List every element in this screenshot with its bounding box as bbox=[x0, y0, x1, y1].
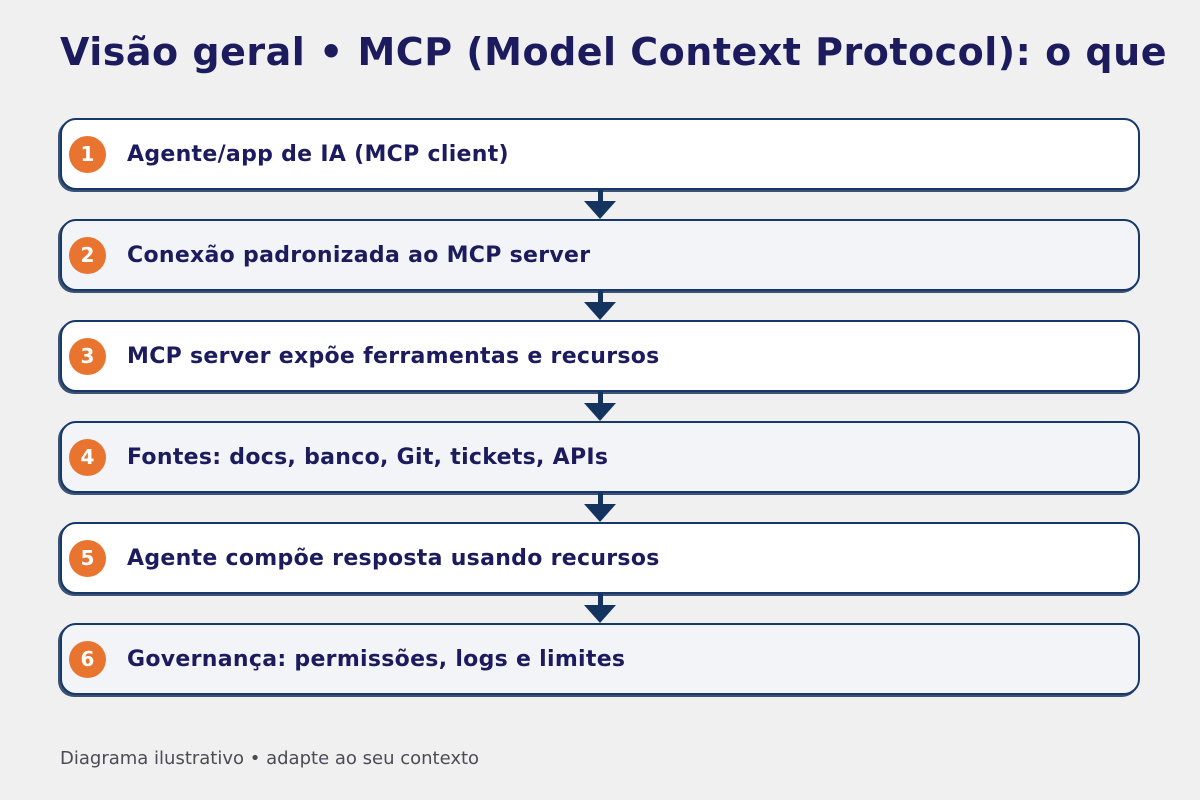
step-box: 5 Agente compõe resposta usando recursos bbox=[60, 522, 1140, 594]
step-box: 1 Agente/app de IA (MCP client) bbox=[60, 118, 1140, 190]
step-label: MCP server expõe ferramentas e recursos bbox=[127, 343, 660, 369]
down-arrow-icon bbox=[60, 190, 1140, 219]
arrow-shaft bbox=[597, 594, 603, 605]
step-number-badge: 6 bbox=[69, 640, 106, 678]
down-arrow-icon bbox=[60, 493, 1140, 522]
step-label: Governança: permissões, logs e limites bbox=[127, 646, 626, 672]
down-arrow-icon bbox=[60, 594, 1140, 623]
page-title: Visão geral • MCP (Model Context Protoco… bbox=[60, 30, 1167, 74]
step-box: 3 MCP server expõe ferramentas e recurso… bbox=[60, 320, 1140, 392]
step-box: 4 Fontes: docs, banco, Git, tickets, API… bbox=[60, 421, 1140, 493]
arrow-head bbox=[584, 403, 616, 421]
arrow-head bbox=[584, 302, 616, 320]
arrow-shaft bbox=[597, 392, 603, 403]
down-arrow-icon bbox=[60, 291, 1140, 320]
step-number-badge: 1 bbox=[69, 135, 106, 173]
step-number-badge: 4 bbox=[69, 438, 106, 476]
arrow-shaft bbox=[597, 291, 603, 302]
down-arrow-icon bbox=[60, 392, 1140, 421]
arrow-shaft bbox=[597, 493, 603, 504]
arrow-head bbox=[584, 605, 616, 623]
step-number-badge: 5 bbox=[69, 539, 106, 577]
step-box: 6 Governança: permissões, logs e limites bbox=[60, 623, 1140, 695]
footer-note: Diagrama ilustrativo • adapte ao seu con… bbox=[60, 748, 480, 769]
step-label: Conexão padronizada ao MCP server bbox=[127, 242, 591, 268]
step-number-badge: 3 bbox=[69, 337, 106, 375]
arrow-head bbox=[584, 504, 616, 522]
step-label: Agente/app de IA (MCP client) bbox=[127, 141, 509, 167]
step-number-badge: 2 bbox=[69, 236, 106, 274]
arrow-shaft bbox=[597, 190, 603, 201]
step-label: Fontes: docs, banco, Git, tickets, APIs bbox=[127, 444, 609, 470]
step-box: 2 Conexão padronizada ao MCP server bbox=[60, 219, 1140, 291]
arrow-head bbox=[584, 201, 616, 219]
flow-diagram: 1 Agente/app de IA (MCP client) 2 Conexã… bbox=[60, 118, 1140, 695]
step-label: Agente compõe resposta usando recursos bbox=[127, 545, 660, 571]
